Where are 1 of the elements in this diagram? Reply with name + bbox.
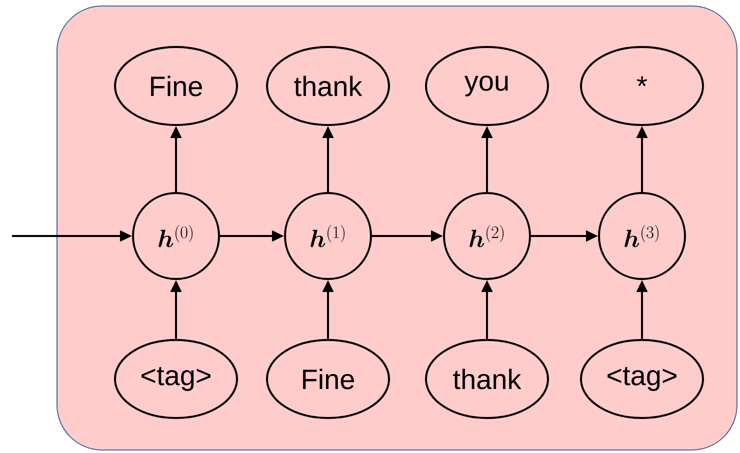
panel-background (56, 6, 738, 450)
